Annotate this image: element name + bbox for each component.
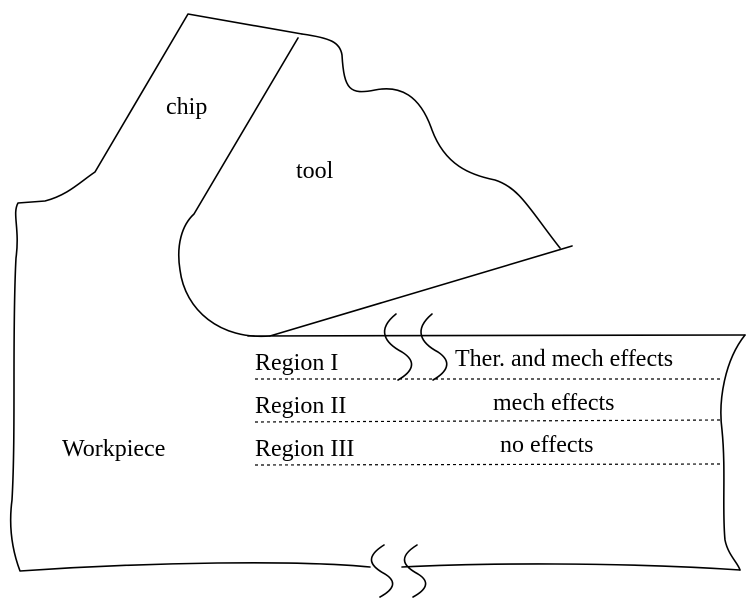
tool-flank-face <box>269 245 573 337</box>
tool-outline <box>301 33 561 249</box>
tool-label: tool <box>296 158 334 184</box>
workpiece-label: Workpiece <box>62 436 165 462</box>
chip-label: chip <box>166 94 207 120</box>
break-mark-bottom-right <box>403 544 427 598</box>
tool-nose-and-rake-face <box>178 37 299 338</box>
machined-surface <box>247 334 746 337</box>
break-mark-bottom-left <box>370 544 394 598</box>
break-mark-top-left <box>383 313 413 381</box>
region-divider-3 <box>254 463 723 466</box>
region-3-effect: no effects <box>500 432 594 458</box>
region-3-label: Region III <box>255 436 354 462</box>
region-1-effect: Ther. and mech effects <box>455 346 673 372</box>
break-mark-top-right <box>420 313 448 381</box>
region-2-effect: mech effects <box>493 390 615 416</box>
region-1-label: Region I <box>255 350 338 376</box>
workpiece-outline-right <box>720 334 746 571</box>
region-divider-2 <box>254 419 723 423</box>
workpiece-outline-left <box>9 13 371 572</box>
region-2-label: Region II <box>255 393 346 419</box>
workpiece-outline-bottom-right <box>401 563 741 571</box>
